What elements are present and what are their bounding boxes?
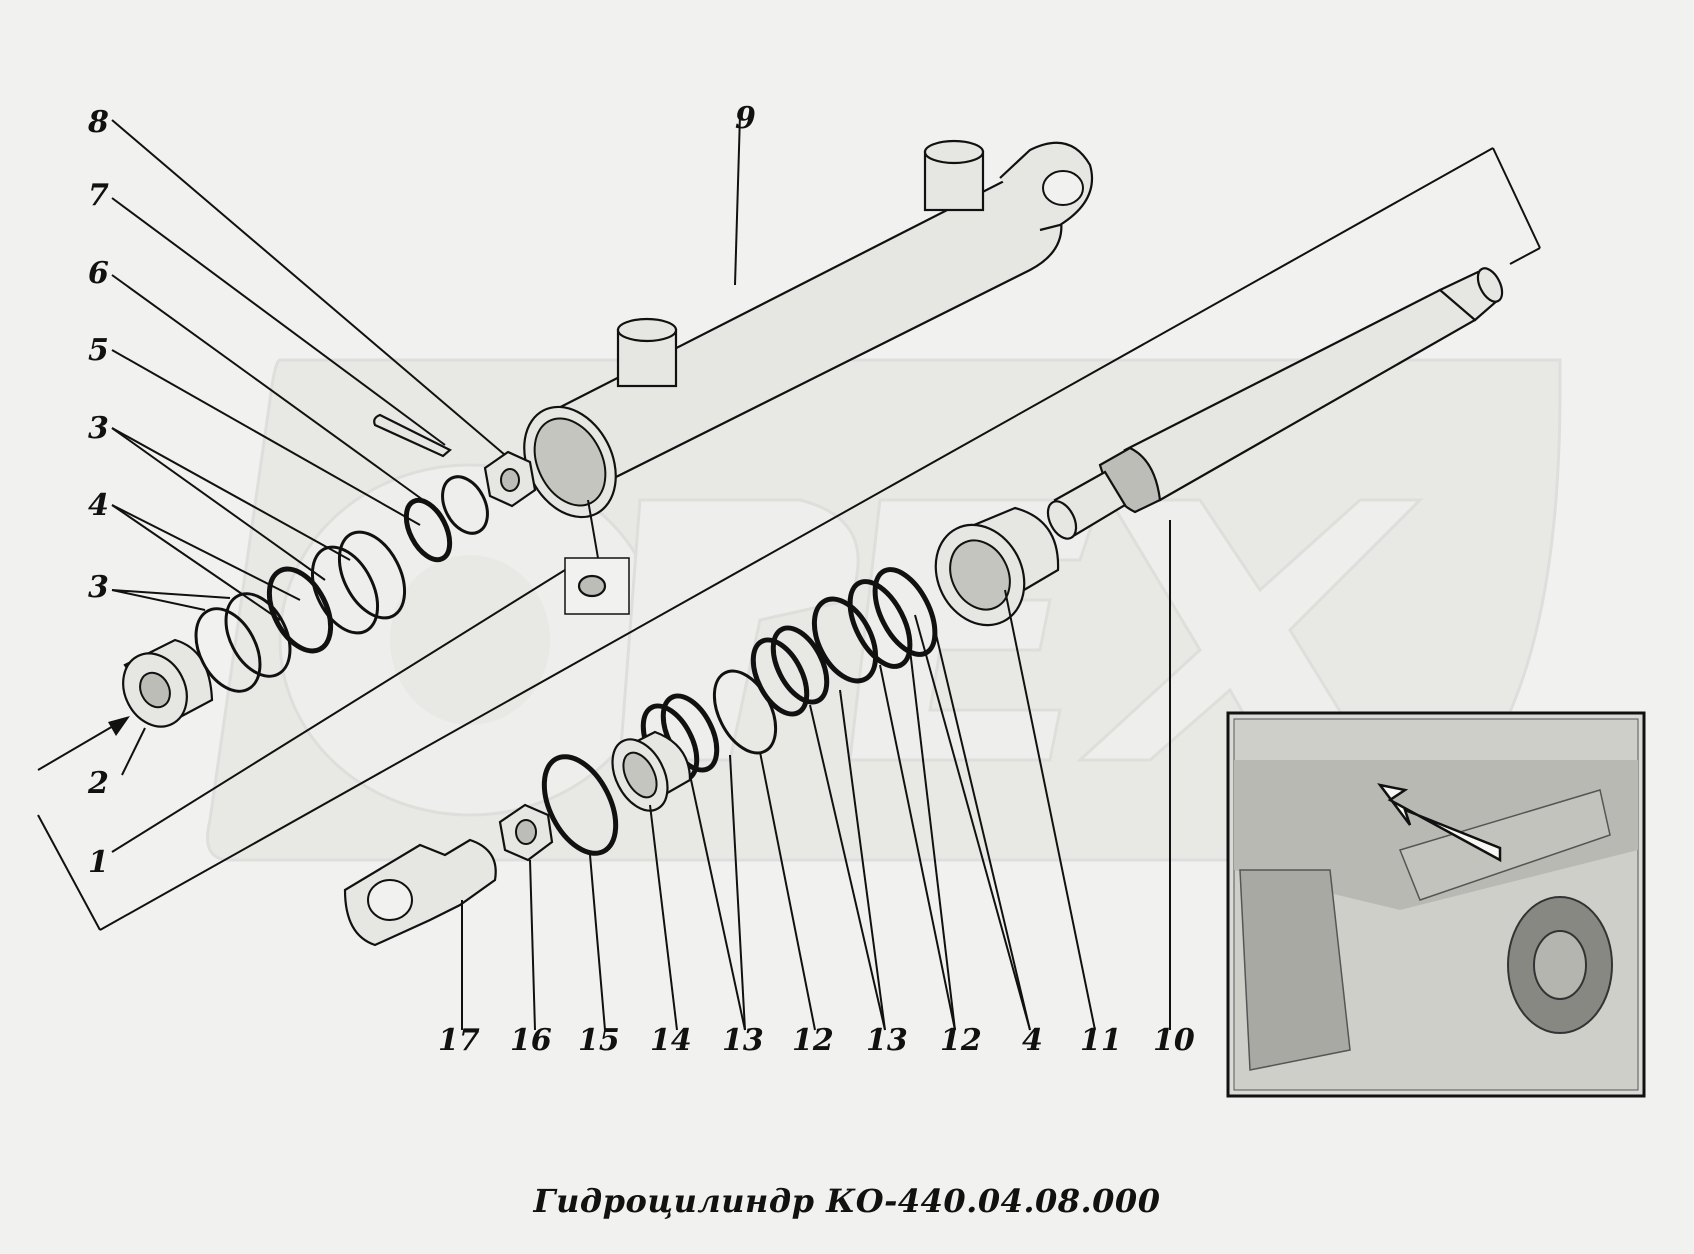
retaining-ring bbox=[541, 754, 619, 856]
callout-labels-left: 8 7 6 5 3 4 3 2 1 9 bbox=[87, 101, 756, 880]
piston bbox=[934, 506, 1060, 627]
callout-17: 17 bbox=[438, 1023, 480, 1058]
callout-3-upper: 3 bbox=[88, 411, 109, 446]
callout-12-left: 12 bbox=[792, 1023, 834, 1058]
callout-15: 15 bbox=[578, 1023, 620, 1058]
callout-16: 16 bbox=[510, 1023, 552, 1058]
callout-14: 14 bbox=[650, 1023, 692, 1058]
piston-rod bbox=[1046, 267, 1504, 540]
rod-seal-rings bbox=[640, 567, 938, 783]
head-end-parts bbox=[122, 413, 537, 728]
callout-4-upper: 4 bbox=[88, 488, 109, 523]
leader-lines bbox=[111, 114, 1171, 1031]
rod-eye bbox=[343, 838, 497, 947]
diagram-caption: Гидроцилиндр КО-440.04.08.000 bbox=[533, 1182, 1161, 1220]
callout-5: 5 bbox=[88, 333, 109, 368]
callout-3-lower: 3 bbox=[88, 570, 109, 605]
plug-detail-box bbox=[564, 499, 630, 615]
callout-4-lower: 4 bbox=[1022, 1023, 1043, 1058]
callout-labels-bottom: 17 16 15 14 13 12 13 12 4 11 10 bbox=[438, 1023, 1195, 1058]
cylinder-barrel bbox=[523, 139, 1094, 519]
callout-2: 2 bbox=[87, 766, 109, 801]
callout-11: 11 bbox=[1080, 1023, 1122, 1058]
callout-9: 9 bbox=[735, 101, 756, 136]
callout-13-left: 13 bbox=[722, 1023, 764, 1058]
lock-nut bbox=[498, 803, 554, 862]
assembly-bracket bbox=[37, 147, 1541, 931]
callout-6: 6 bbox=[88, 256, 109, 291]
callout-12-right: 12 bbox=[940, 1023, 982, 1058]
callout-10: 10 bbox=[1153, 1023, 1195, 1058]
callout-1: 1 bbox=[88, 845, 109, 880]
callout-13-right: 13 bbox=[866, 1023, 908, 1058]
truck-inset bbox=[1226, 711, 1646, 1098]
callout-7: 7 bbox=[88, 178, 109, 213]
callout-8: 8 bbox=[87, 105, 109, 140]
rod-gland bbox=[611, 730, 692, 812]
